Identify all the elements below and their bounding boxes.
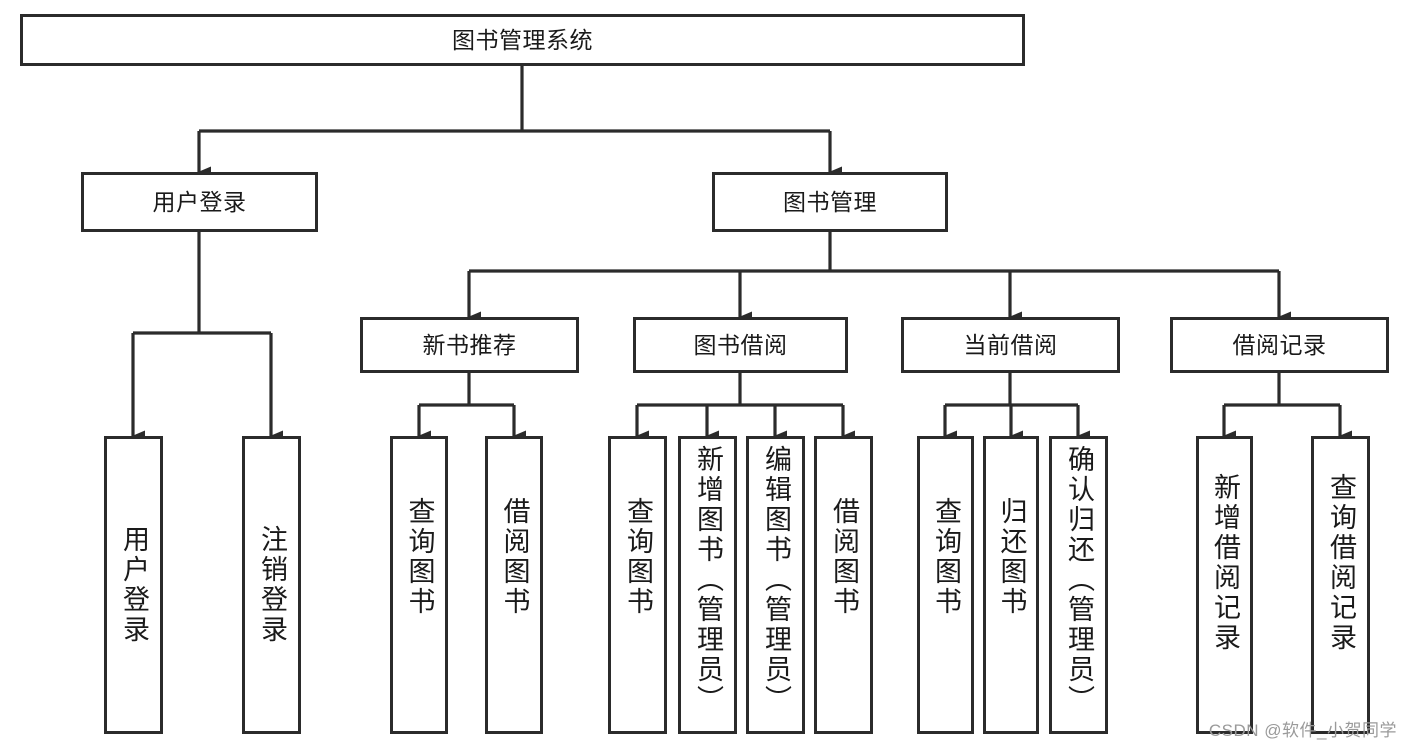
node-label: 确认归还（管理员） bbox=[1064, 445, 1094, 715]
node-leaf-query-record[interactable]: 查询借阅记录 bbox=[1311, 436, 1370, 734]
connector-lines bbox=[131, 66, 1352, 442]
node-leaf-add-book[interactable]: 新增图书（管理员） bbox=[678, 436, 737, 734]
node-label: 借阅记录 bbox=[1232, 331, 1327, 358]
node-leaf-logout[interactable]: 注销登录 bbox=[242, 436, 301, 734]
node-leaf-borrow-book-1[interactable]: 借阅图书 bbox=[485, 436, 543, 734]
node-label: 借阅图书 bbox=[499, 497, 530, 617]
node-label: 借阅图书 bbox=[829, 497, 859, 617]
node-label: 查询图书 bbox=[404, 497, 435, 617]
node-root[interactable]: 图书管理系统 bbox=[20, 14, 1025, 66]
node-label: 查询图书 bbox=[931, 497, 961, 617]
node-label: 查询借阅记录 bbox=[1326, 473, 1356, 653]
node-leaf-query-book-3[interactable]: 查询图书 bbox=[917, 436, 974, 734]
node-user-login[interactable]: 用户登录 bbox=[81, 172, 318, 232]
node-leaf-confirm-return[interactable]: 确认归还（管理员） bbox=[1049, 436, 1108, 734]
node-label: 新书推荐 bbox=[422, 331, 517, 358]
node-label: 用户登录 bbox=[152, 188, 247, 215]
node-label: 编辑图书（管理员） bbox=[761, 445, 791, 715]
node-label: 图书借阅 bbox=[693, 331, 788, 358]
node-label: 查询图书 bbox=[623, 497, 653, 617]
node-label: 当前借阅 bbox=[963, 331, 1058, 358]
node-leaf-return-book[interactable]: 归还图书 bbox=[983, 436, 1039, 734]
node-leaf-query-book-2[interactable]: 查询图书 bbox=[608, 436, 667, 734]
node-label: 新增图书（管理员） bbox=[693, 445, 723, 715]
node-label: 用户登录 bbox=[119, 525, 149, 645]
node-leaf-user-login[interactable]: 用户登录 bbox=[104, 436, 163, 734]
node-book-manage[interactable]: 图书管理 bbox=[712, 172, 948, 232]
node-current-borrow[interactable]: 当前借阅 bbox=[901, 317, 1120, 373]
node-leaf-borrow-book-2[interactable]: 借阅图书 bbox=[814, 436, 873, 734]
node-leaf-edit-book[interactable]: 编辑图书（管理员） bbox=[746, 436, 805, 734]
node-leaf-query-book-1[interactable]: 查询图书 bbox=[390, 436, 448, 734]
node-label: 图书管理系统 bbox=[452, 26, 593, 53]
node-new-book-recommend[interactable]: 新书推荐 bbox=[360, 317, 579, 373]
node-label: 归还图书 bbox=[996, 497, 1027, 617]
node-book-borrow[interactable]: 图书借阅 bbox=[633, 317, 848, 373]
node-label: 新增借阅记录 bbox=[1210, 473, 1240, 653]
node-borrow-record[interactable]: 借阅记录 bbox=[1170, 317, 1389, 373]
node-label: 注销登录 bbox=[257, 525, 287, 645]
csdn-watermark: CSDN @软件_小贺同学 bbox=[1208, 721, 1397, 740]
node-label: 图书管理 bbox=[783, 188, 877, 215]
node-leaf-add-record[interactable]: 新增借阅记录 bbox=[1196, 436, 1253, 734]
